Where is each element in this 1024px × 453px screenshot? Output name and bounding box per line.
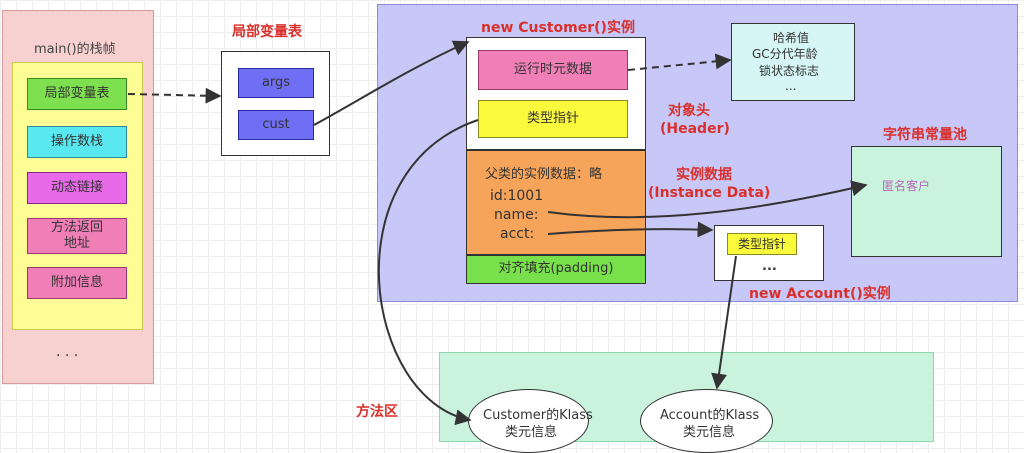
field-acct: acct: xyxy=(500,226,535,242)
instance-data-label-en: (Instance Data) xyxy=(648,185,771,201)
runtime-metadata: 运行时元数据 xyxy=(478,50,628,90)
customer-klass-label: Customer的Klass xyxy=(483,408,593,423)
account-type-pointer: 类型指针 xyxy=(727,233,797,255)
mark-word-hash: 哈希值 xyxy=(773,31,810,45)
stack-operand-stack: 操作数栈 xyxy=(27,126,127,158)
field-id: id:1001 xyxy=(490,188,544,204)
string-pool-box xyxy=(851,146,1002,257)
header-label: 对象头 xyxy=(668,103,710,119)
customer-object-title: new Customer()实例 xyxy=(481,20,635,36)
padding-block: 对齐填充(padding) xyxy=(466,255,646,284)
account-klass-label: Account的Klass xyxy=(660,408,760,423)
string-pool-title: 字符串常量池 xyxy=(883,127,967,143)
method-area-title: 方法区 xyxy=(356,404,398,420)
local-var-cust: cust xyxy=(238,110,314,140)
customer-klass-sub: 类元信息 xyxy=(505,425,558,440)
customer-type-pointer: 类型指针 xyxy=(478,100,628,138)
stack-frame-title: main()的栈帧 xyxy=(34,42,116,57)
mark-word-gc-age: GC分代年龄 xyxy=(752,47,818,61)
parent-instance-data: 父类的实例数据：略 xyxy=(485,167,603,182)
mark-word-more: ... xyxy=(785,79,797,93)
local-vars-title: 局部变量表 xyxy=(232,24,302,40)
field-name: name: xyxy=(494,207,539,223)
string-pool-value: 匿名客户 xyxy=(882,179,931,193)
stack-local-vars: 局部变量表 xyxy=(27,78,127,110)
stack-return-address: 方法返回 地址 xyxy=(27,218,127,254)
stack-extra-info: 附加信息 xyxy=(27,267,127,299)
account-klass-sub: 类元信息 xyxy=(683,425,736,440)
local-vars-table xyxy=(221,51,330,156)
stack-dynamic-linking: 动态链接 xyxy=(27,172,127,204)
account-more: ... xyxy=(762,259,777,274)
header-label-en: (Header) xyxy=(660,121,730,137)
instance-data-label: 实例数据 xyxy=(676,167,732,183)
stack-more: · · · xyxy=(56,348,79,364)
account-object-title: new Account()实例 xyxy=(749,286,891,302)
mark-word-lock: 锁状态标志 xyxy=(759,64,820,78)
local-var-args: args xyxy=(238,68,314,98)
